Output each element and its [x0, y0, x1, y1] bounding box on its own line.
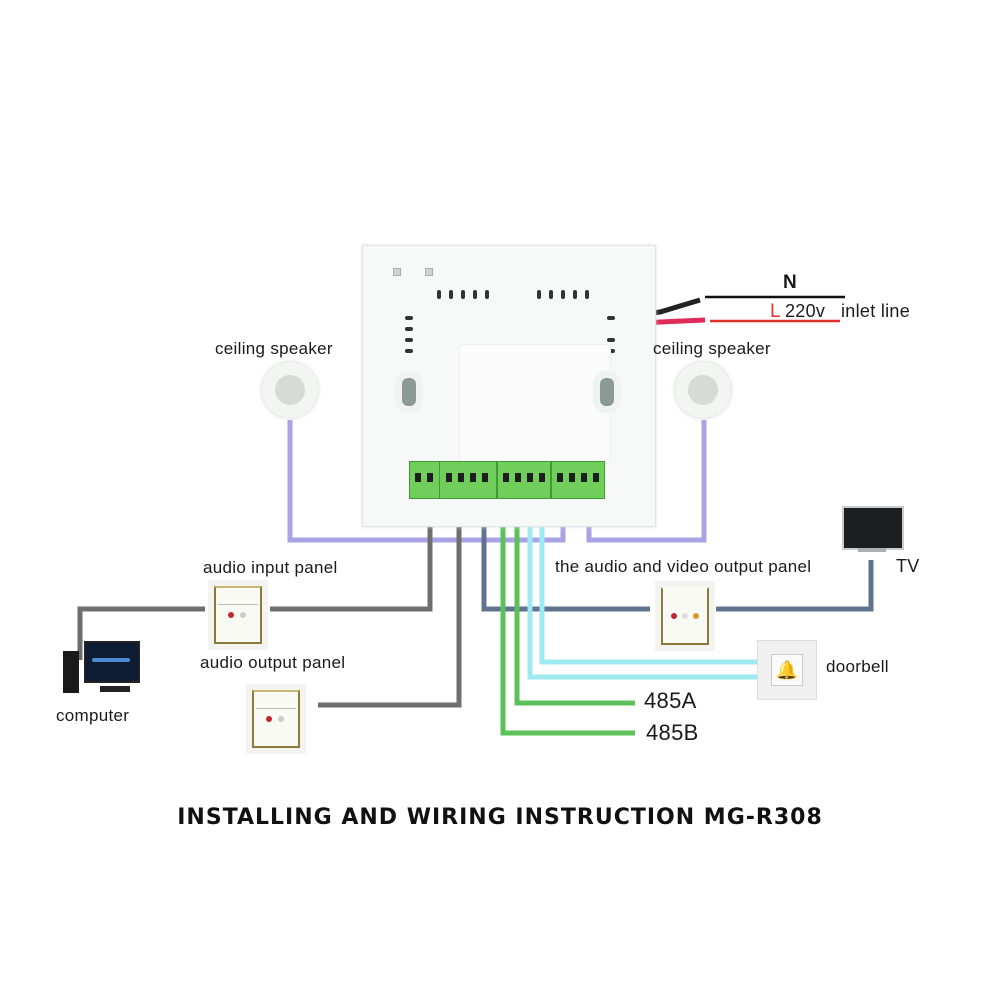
live-label: L [770, 301, 781, 322]
vent [473, 290, 477, 299]
vent [461, 290, 465, 299]
vent [607, 316, 615, 320]
vent [437, 290, 441, 299]
vent [405, 338, 413, 342]
audio-input-wire [77, 606, 205, 660]
av-output-panel-label: the audio and video output panel [555, 557, 812, 576]
ceiling-speaker-left-label: ceiling speaker [215, 339, 333, 358]
vent [549, 290, 553, 299]
audio-output-wire [318, 515, 462, 708]
tv-icon [842, 506, 904, 550]
vent [585, 290, 589, 299]
ceiling-speaker-right-label: ceiling speaker [653, 339, 771, 358]
vent [607, 349, 615, 353]
rs485a-wire [514, 515, 635, 706]
vent [449, 290, 453, 299]
bell-icon: 🔔 [771, 654, 803, 686]
vent [607, 338, 615, 342]
mounting-slot [600, 378, 614, 406]
vent [561, 290, 565, 299]
device-recess [459, 344, 611, 464]
speaker-wire-left [287, 420, 566, 543]
vent [537, 290, 541, 299]
ceiling-speaker-right-icon [675, 362, 731, 418]
computer-tower-icon [63, 651, 79, 693]
rs485b-wire [500, 515, 635, 736]
audio-input-panel-icon [214, 586, 262, 644]
terminal-block [551, 461, 605, 499]
mounting-slot [402, 378, 416, 406]
voltage-label: 220v [785, 301, 826, 321]
audio-output-panel-label: audio output panel [200, 653, 346, 672]
vent [405, 349, 413, 353]
doorbell-wire-2 [539, 515, 757, 665]
vent [573, 290, 577, 299]
indicator [425, 268, 433, 276]
audio-input-panel-label: audio input panel [203, 558, 338, 577]
tv-stand [858, 548, 886, 552]
terminal-block [497, 461, 551, 499]
mg-r308-device-back [362, 245, 656, 527]
vent [485, 290, 489, 299]
av-output-wire-tv [716, 560, 874, 612]
neutral-label: N [783, 272, 798, 293]
tv-label: TV [896, 556, 920, 576]
speaker-wire-right [586, 420, 707, 543]
terminal-block [409, 461, 441, 499]
computer-monitor-icon [84, 641, 140, 683]
av-output-panel-icon [661, 587, 709, 645]
av-output-wire [481, 515, 650, 612]
diagram-title: INSTALLING AND WIRING INSTRUCTION MG-R30… [177, 805, 823, 830]
audio-input-wire-to-device [270, 515, 433, 612]
terminal-block [439, 461, 497, 499]
audio-output-panel-icon [252, 690, 300, 748]
computer-label: computer [56, 706, 130, 725]
rs485a-label: 485A [644, 688, 697, 713]
vent [405, 316, 413, 320]
rs485b-label: 485B [646, 720, 699, 745]
doorbell-label: doorbell [826, 657, 889, 676]
doorbell-wire-1 [527, 515, 757, 680]
inlet-line-label: inlet line [841, 301, 911, 321]
doorbell-icon: 🔔 [757, 640, 817, 700]
ceiling-speaker-left-icon [262, 362, 318, 418]
indicator [393, 268, 401, 276]
vent [405, 327, 413, 331]
keyboard-icon [100, 686, 130, 692]
